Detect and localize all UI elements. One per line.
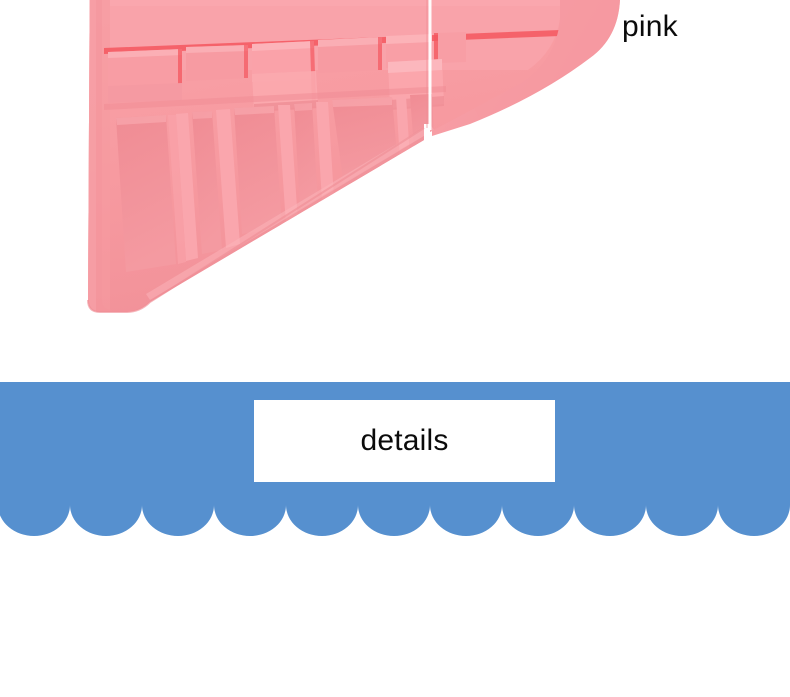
details-title: details [360, 424, 449, 457]
color-label: pink [622, 10, 678, 43]
details-title-plate: details [254, 400, 555, 482]
details-banner: details [0, 382, 790, 537]
product-photo[interactable]: pink [0, 0, 790, 382]
bottom-whitespace [0, 537, 790, 697]
mold-outline [87, 0, 432, 313]
pink-silicone-mold-illustration [87, 0, 620, 313]
